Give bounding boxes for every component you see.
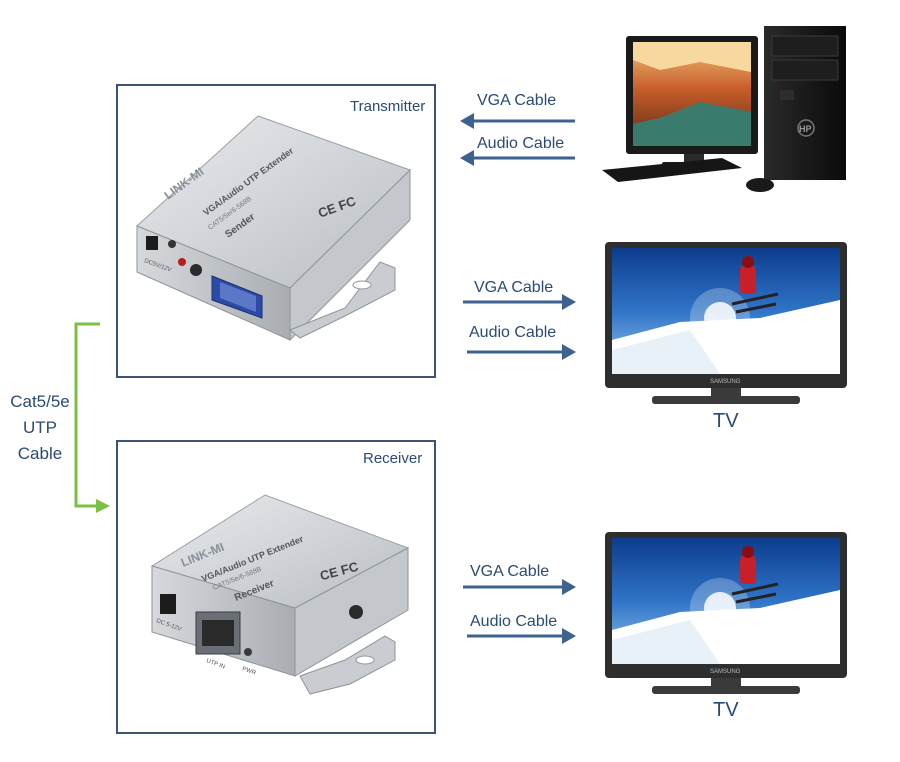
tv2-vga-label: VGA Cable (470, 563, 550, 580)
utp-link-line3: Cable (17, 444, 63, 463)
tv1-audio-label: Audio Cable (469, 324, 557, 341)
tv2-brand-text: SAMSUNG (710, 669, 741, 675)
tv2-vga-arrow (463, 579, 576, 595)
tv2-audio-label: Audio Cable (470, 613, 558, 630)
tv2-label: TV (713, 699, 739, 721)
receiver-pwr-text: PWR (241, 666, 257, 677)
tv1-brand-text: SAMSUNG (710, 379, 741, 385)
source-audio-arrow (460, 150, 575, 166)
utp-link-line1: Cat5/5e (10, 392, 70, 411)
tv2 (605, 532, 847, 694)
tv1-label: TV (713, 410, 739, 432)
computer (602, 26, 846, 192)
receiver-device (150, 494, 410, 695)
tv1 (605, 242, 847, 404)
source-audio-label: Audio Cable (477, 135, 565, 152)
transmitter-device (136, 115, 411, 342)
transmitter-label: Transmitter (350, 98, 426, 115)
computer-brand-text: HP (799, 124, 812, 134)
receiver-label: Receiver (363, 450, 423, 467)
tv1-audio-arrow (467, 344, 576, 360)
utp-link-label: Cat5/5e UTP Cable (0, 389, 80, 467)
tv1-vga-label: VGA Cable (474, 279, 554, 296)
source-vga-label: VGA Cable (477, 92, 557, 109)
tv1-vga-arrow (463, 294, 576, 310)
receiver-utp-text: UTP IN (205, 658, 225, 670)
tv2-audio-arrow (467, 628, 576, 644)
utp-link-arrow (74, 322, 110, 513)
source-vga-arrow (460, 113, 575, 129)
utp-link-line2: UTP (23, 418, 57, 437)
